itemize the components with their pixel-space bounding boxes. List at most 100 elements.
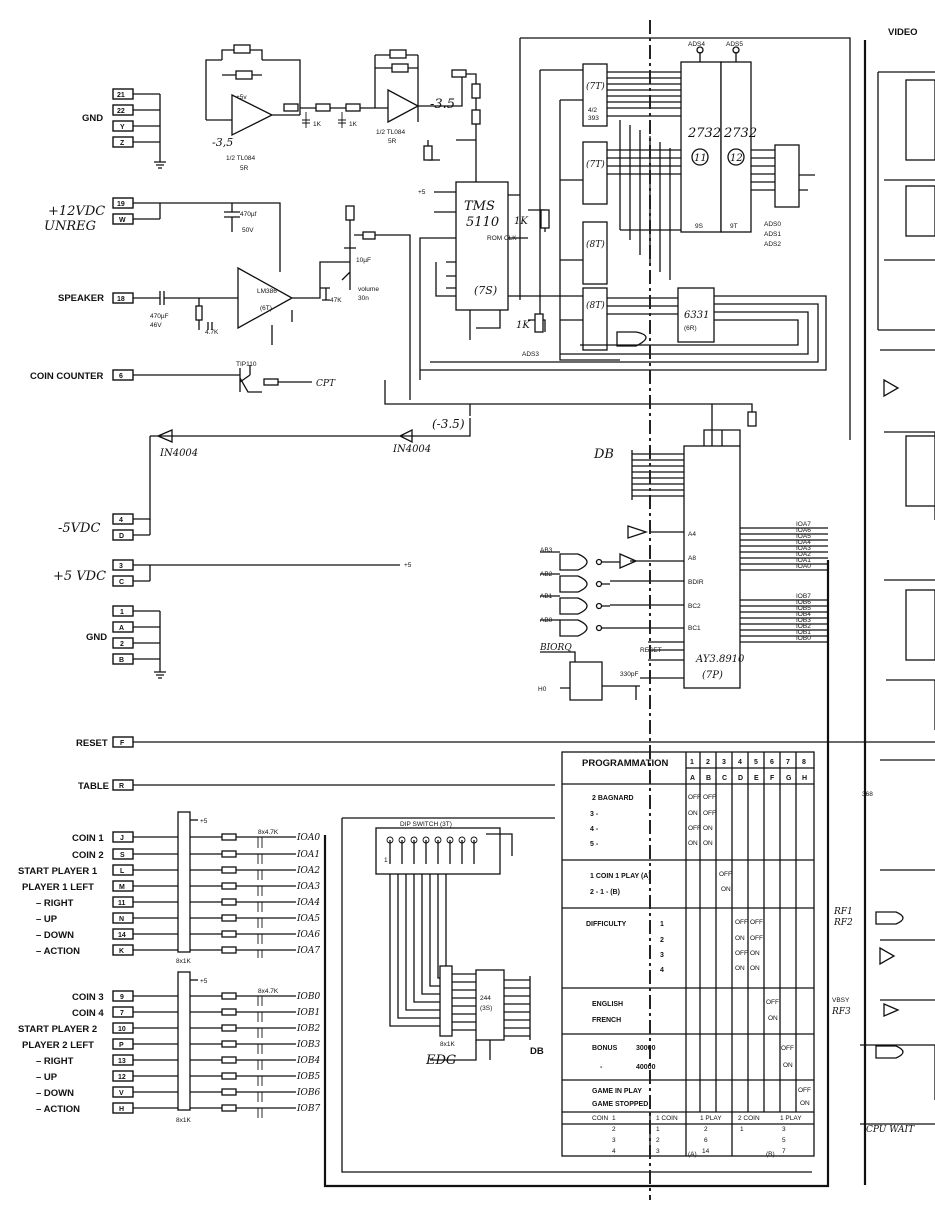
svg-text:FRENCH: FRENCH xyxy=(592,1017,621,1024)
speaker-label: SPEAKER xyxy=(58,293,104,304)
p2-coin4-label: COIN 4 xyxy=(72,1008,104,1019)
ab1-label: AB1 xyxy=(540,593,553,600)
svg-text:5: 5 xyxy=(782,1137,786,1144)
prog-row-bagnard: 2 BAGNARD 3 - 4 - 5 - OFF OFF ON OFF OFF… xyxy=(590,794,716,848)
speaker-pin: 18 xyxy=(112,291,230,330)
minus5-pins: 4 D xyxy=(112,513,151,541)
svg-text:40000: 40000 xyxy=(636,1064,656,1071)
svg-text:IOB7: IOB7 xyxy=(296,1104,321,1114)
svg-text:IOA4: IOA4 xyxy=(796,539,811,546)
svg-text:IOB2: IOB2 xyxy=(296,1024,321,1034)
tms-plus5: +5 xyxy=(418,189,426,196)
plus5-label: +5 VDC xyxy=(53,569,106,584)
svg-text:A: A xyxy=(690,775,695,782)
vbsy-label: VBSY xyxy=(832,997,850,1004)
cap-50v-label: 470µf xyxy=(240,211,257,218)
prom-6331-name: 6331 xyxy=(684,310,709,321)
svg-text:B: B xyxy=(706,775,711,782)
svg-text:11: 11 xyxy=(118,900,126,907)
minus35-op2: -3.5 xyxy=(430,97,455,112)
ads4-label: ADS4 xyxy=(688,41,705,48)
coin-counter-label: COIN COUNTER xyxy=(30,371,104,382)
svg-text:ON: ON xyxy=(750,965,760,972)
svg-text:ON: ON xyxy=(703,840,713,847)
rf1-label: RF1 xyxy=(833,907,853,917)
svg-text:IOA0: IOA0 xyxy=(796,563,811,570)
volume-value: 30n xyxy=(358,295,369,302)
svg-text:30000: 30000 xyxy=(636,1045,656,1052)
p2-right-label: – RIGHT xyxy=(36,1056,74,1067)
programmation-table xyxy=(561,751,815,1157)
svg-text:1: 1 xyxy=(660,921,664,928)
prog-col-headers: 1 2 3 4 5 6 7 8 A B C D E F G H xyxy=(690,759,807,782)
minus35-label: (-3.5) xyxy=(432,417,465,431)
p1-left-label: PLAYER 1 LEFT xyxy=(22,882,94,893)
svg-text:7: 7 xyxy=(782,1148,786,1155)
prog-row-bonus: BONUS 30000 40000 - OFF ON xyxy=(592,1045,794,1071)
svg-text:(B): (B) xyxy=(766,1151,775,1158)
svg-text:IOB0: IOB0 xyxy=(296,992,321,1002)
ay-chip-name: AY3.8910 xyxy=(695,654,745,665)
filter-stage-1: +5v 1K 1K xyxy=(205,44,375,137)
p1-start-label: START PLAYER 1 xyxy=(18,866,98,877)
player2-input-group: COIN 3 COIN 4 START PLAYER 2 PLAYER 2 LE… xyxy=(18,971,296,1124)
svg-text:COIN: COIN xyxy=(592,1115,609,1122)
tms5110-name: TMS xyxy=(464,199,495,214)
tms5110-num: 5110 xyxy=(466,215,499,230)
table-label: TABLE xyxy=(78,781,109,792)
svg-text:22: 22 xyxy=(117,108,125,115)
counter-8t-b: (8T) xyxy=(586,300,605,311)
svg-text:G: G xyxy=(786,775,792,782)
svg-text:V: V xyxy=(119,1090,124,1097)
svg-text:Y: Y xyxy=(120,124,125,131)
res-4k7: 4.7K xyxy=(205,329,219,336)
svg-text:IOA1: IOA1 xyxy=(296,850,320,860)
p2-start-label: START PLAYER 2 xyxy=(18,1024,97,1035)
svg-text:ON: ON xyxy=(768,1015,778,1022)
p2-left-label: PLAYER 2 LEFT xyxy=(22,1040,94,1051)
svg-text:8x1K: 8x1K xyxy=(176,1117,191,1124)
svg-text:F: F xyxy=(120,740,125,747)
svg-text:F: F xyxy=(770,775,775,782)
svg-text:6: 6 xyxy=(704,1137,708,1144)
p1-up-label: – UP xyxy=(36,914,58,925)
cpt-label: CPT xyxy=(316,379,336,389)
svg-text:1 PLAY: 1 PLAY xyxy=(780,1115,802,1122)
svg-text:OFF: OFF xyxy=(781,1045,794,1052)
diode-1-label: IN4004 xyxy=(159,448,198,459)
gnd-top-pins: 21 22 Y Z xyxy=(112,88,166,169)
svg-text:(A): (A) xyxy=(688,1151,697,1158)
cap-50v-volts: 50V xyxy=(242,227,254,234)
svg-text:N: N xyxy=(119,916,124,923)
tms5110-chip xyxy=(419,181,590,380)
svg-text:DIFFICULTY: DIFFICULTY xyxy=(586,921,627,928)
svg-text:IOA2: IOA2 xyxy=(296,866,320,876)
prog-row-difficulty: DIFFICULTY 1 2 3 4 OFF OFF ON OFF OFF ON… xyxy=(586,919,763,974)
p1-coin1-label: COIN 1 xyxy=(72,833,104,844)
svg-text:4: 4 xyxy=(660,967,664,974)
svg-text:P: P xyxy=(119,1042,124,1049)
svg-text:ON: ON xyxy=(735,935,745,942)
res-8x1k: 8x1K xyxy=(440,1041,455,1048)
svg-text:IOB3: IOB3 xyxy=(296,1040,321,1050)
svg-text:18: 18 xyxy=(117,296,125,303)
svg-text:13: 13 xyxy=(118,1058,126,1065)
svg-text:8x1K: 8x1K xyxy=(176,958,191,965)
ay-chip-loc: (7P) xyxy=(702,670,723,681)
tl084a-label: 1/2 TL084 xyxy=(226,155,256,162)
counter-8t-a: (8T) xyxy=(586,239,605,250)
svg-text:4 -: 4 - xyxy=(590,826,599,833)
svg-text:IOB4: IOB4 xyxy=(796,611,811,618)
svg-text:IOB7: IOB7 xyxy=(796,593,811,600)
svg-text:4: 4 xyxy=(612,1148,616,1155)
db-label-bottom: DB xyxy=(530,1046,544,1057)
svg-text:1 COIN 1 PLAY (A): 1 COIN 1 PLAY (A) xyxy=(590,873,651,880)
svg-text:J: J xyxy=(120,835,124,842)
svg-text:10: 10 xyxy=(118,1026,126,1033)
ay38910-chip xyxy=(384,380,828,689)
rom2-name: 2732 xyxy=(723,126,757,141)
reset-pin: F xyxy=(112,736,935,748)
tip110-label: TIP110 xyxy=(236,361,257,368)
svg-text:M: M xyxy=(119,884,125,891)
